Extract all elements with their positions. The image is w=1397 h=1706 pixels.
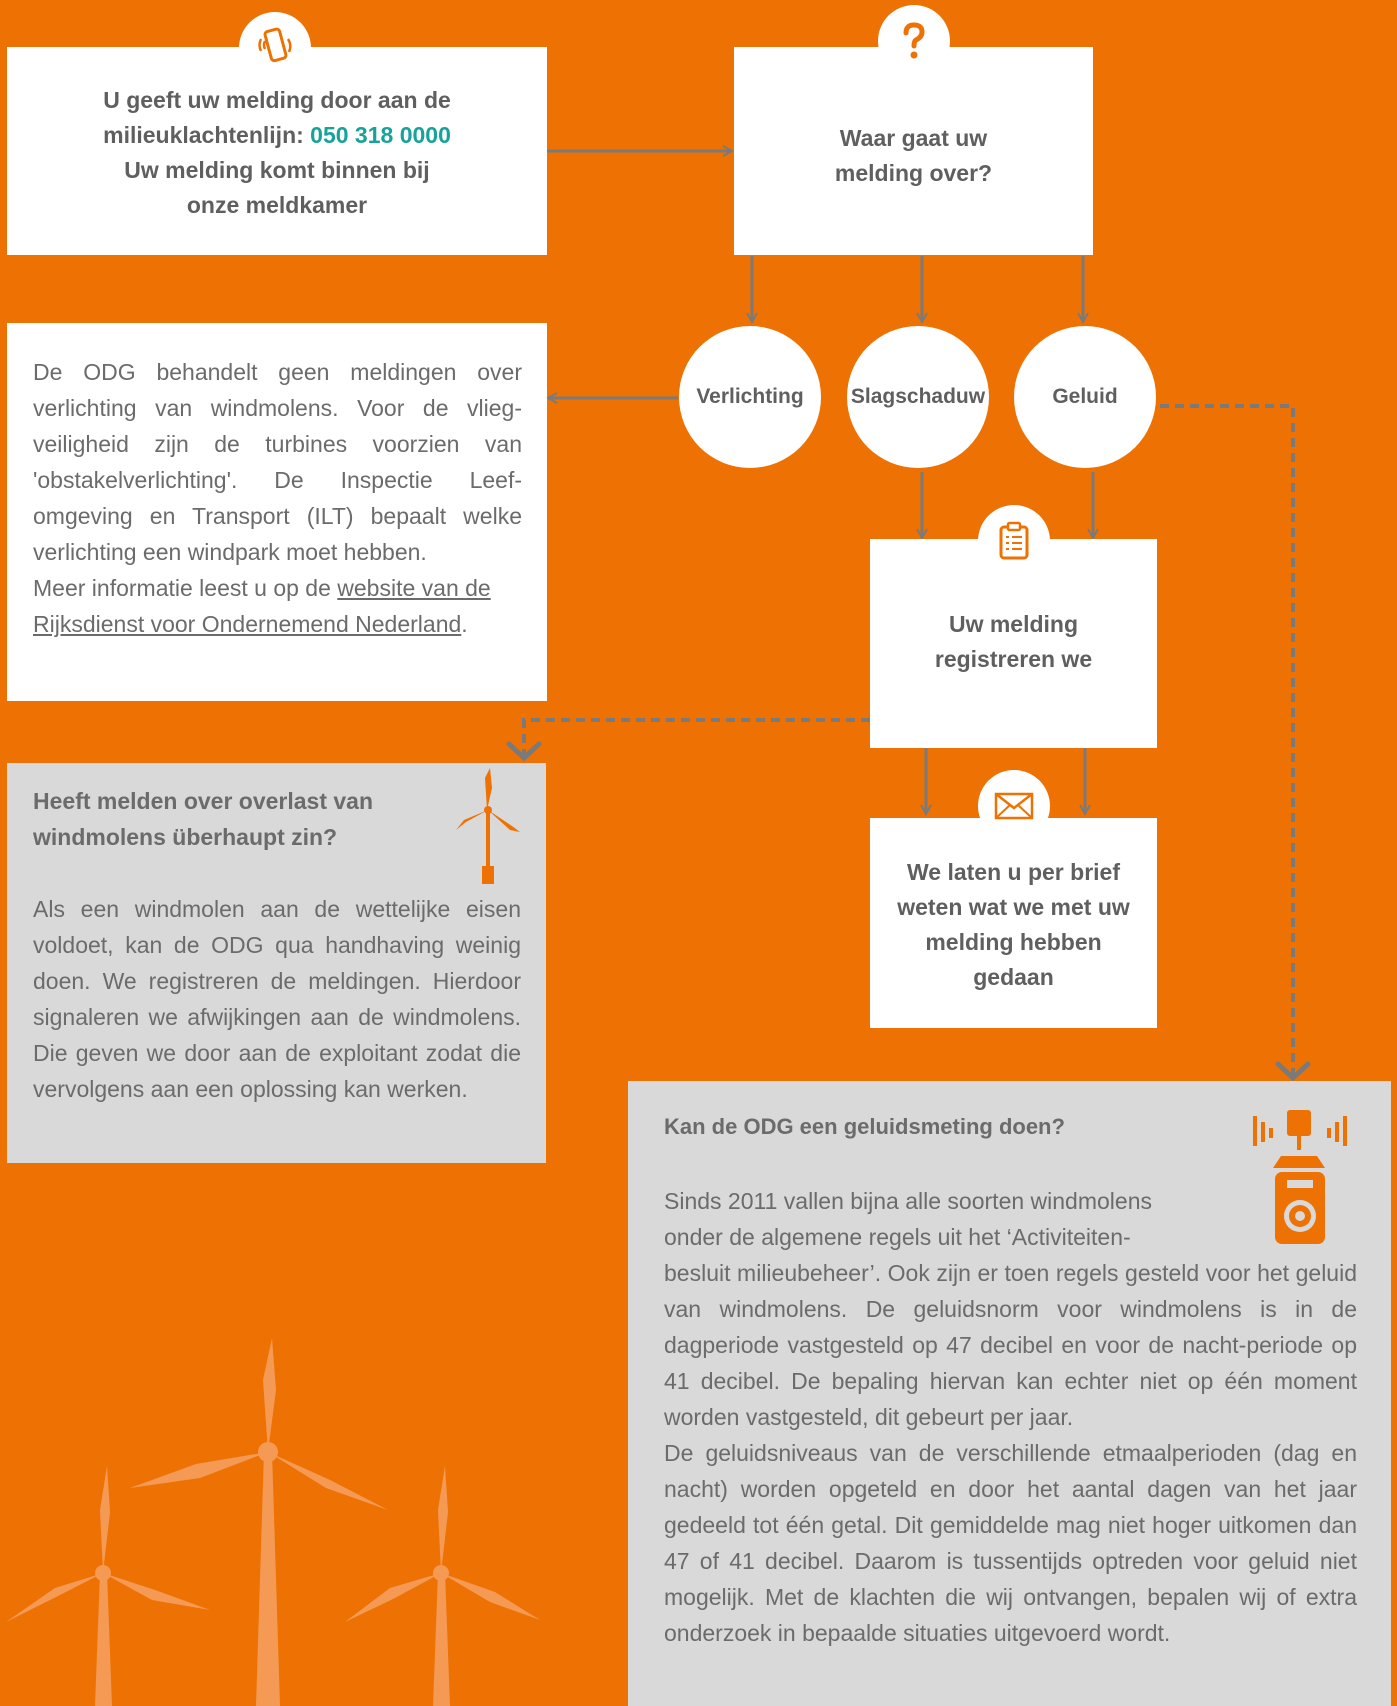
noise-p2: De geluidsniveaus van de verschillende e… [664, 1440, 1357, 1646]
clipboard-icon [999, 521, 1029, 560]
usefulness-body: Als een windmolen aan de wettelijke eise… [33, 896, 521, 1102]
start-line-1: U geeft uw melding door aan de [103, 87, 451, 113]
phone-icon [258, 27, 292, 63]
wind-turbine-icon [456, 768, 520, 884]
lighting-info-box: De ODG behandelt geen meldingen over ver… [7, 323, 547, 701]
register-box: Uw melding registreren we [870, 539, 1157, 748]
category-slagschaduw[interactable]: Slagschaduw [847, 326, 989, 468]
letter-line-1: We laten u per brief [906, 859, 1120, 885]
usefulness-title-2: windmolens überhaupt zin? [33, 824, 338, 850]
question-badge [878, 5, 950, 77]
noise-box: Kan de ODG een geluidsmeting doen? Sinds… [628, 1081, 1391, 1706]
register-line-2: registreren we [934, 646, 1093, 672]
letter-line-4: gedaan [973, 964, 1054, 990]
question-box: Waar gaat uw melding over? [734, 47, 1093, 255]
rvo-website-link[interactable]: website van de Rijksdienst voor Ondernem… [33, 575, 491, 637]
envelope-icon [994, 792, 1034, 820]
letter-box: We laten u per brief weten wat we met uw… [870, 818, 1157, 1028]
dashed-register-to-usefulness [522, 718, 870, 756]
noise-p1-rest: besluit milieubeheer’. Ook zijn er toen … [664, 1260, 1357, 1430]
usefulness-box: Heeft melden over overlast van windmolen… [7, 763, 546, 1163]
dashed-geluid-to-noise [1160, 404, 1295, 1078]
background-wind-turbines [6, 1338, 540, 1706]
phone-number[interactable]: 050 318 0000 [310, 122, 451, 148]
register-line-1: Uw melding [948, 611, 1079, 637]
sound-meter-icon [1253, 1110, 1347, 1244]
noise-p1-line1: Sinds 2011 vallen bijna alle soorten win… [664, 1188, 1152, 1214]
letter-line-3: melding hebben [925, 929, 1102, 955]
category-geluid[interactable]: Geluid [1014, 326, 1156, 468]
start-line-4: onze meldkamer [186, 192, 368, 218]
letter-line-2: weten wat we met uw [897, 894, 1130, 920]
usefulness-title-1: Heeft melden over overlast van [33, 788, 374, 814]
start-line-2: milieuklachtenlijn: 050 318 0000 [103, 122, 451, 148]
lighting-suffix: . [461, 611, 468, 637]
category-verlichting[interactable]: Verlichting [679, 326, 821, 468]
lighting-info-text: De ODG behandelt geen meldingen over ver… [33, 359, 522, 565]
clipboard-badge [978, 505, 1050, 577]
question-line-1: Waar gaat uw [839, 125, 988, 151]
question-line-2: melding over? [834, 160, 993, 186]
start-line-3: Uw melding komt binnen bij [124, 157, 430, 183]
noise-p1-line2: onder de algemene regels uit het ‘Activi… [664, 1224, 1131, 1250]
question-icon [903, 22, 925, 59]
envelope-badge [978, 770, 1050, 842]
noise-title: Kan de ODG een geluidsmeting doen? [664, 1114, 1065, 1139]
phone-badge [239, 12, 311, 84]
lighting-more-prefix: Meer informatie leest u op de [33, 575, 338, 601]
start-box: U geeft uw melding door aan de milieukla… [7, 47, 547, 255]
